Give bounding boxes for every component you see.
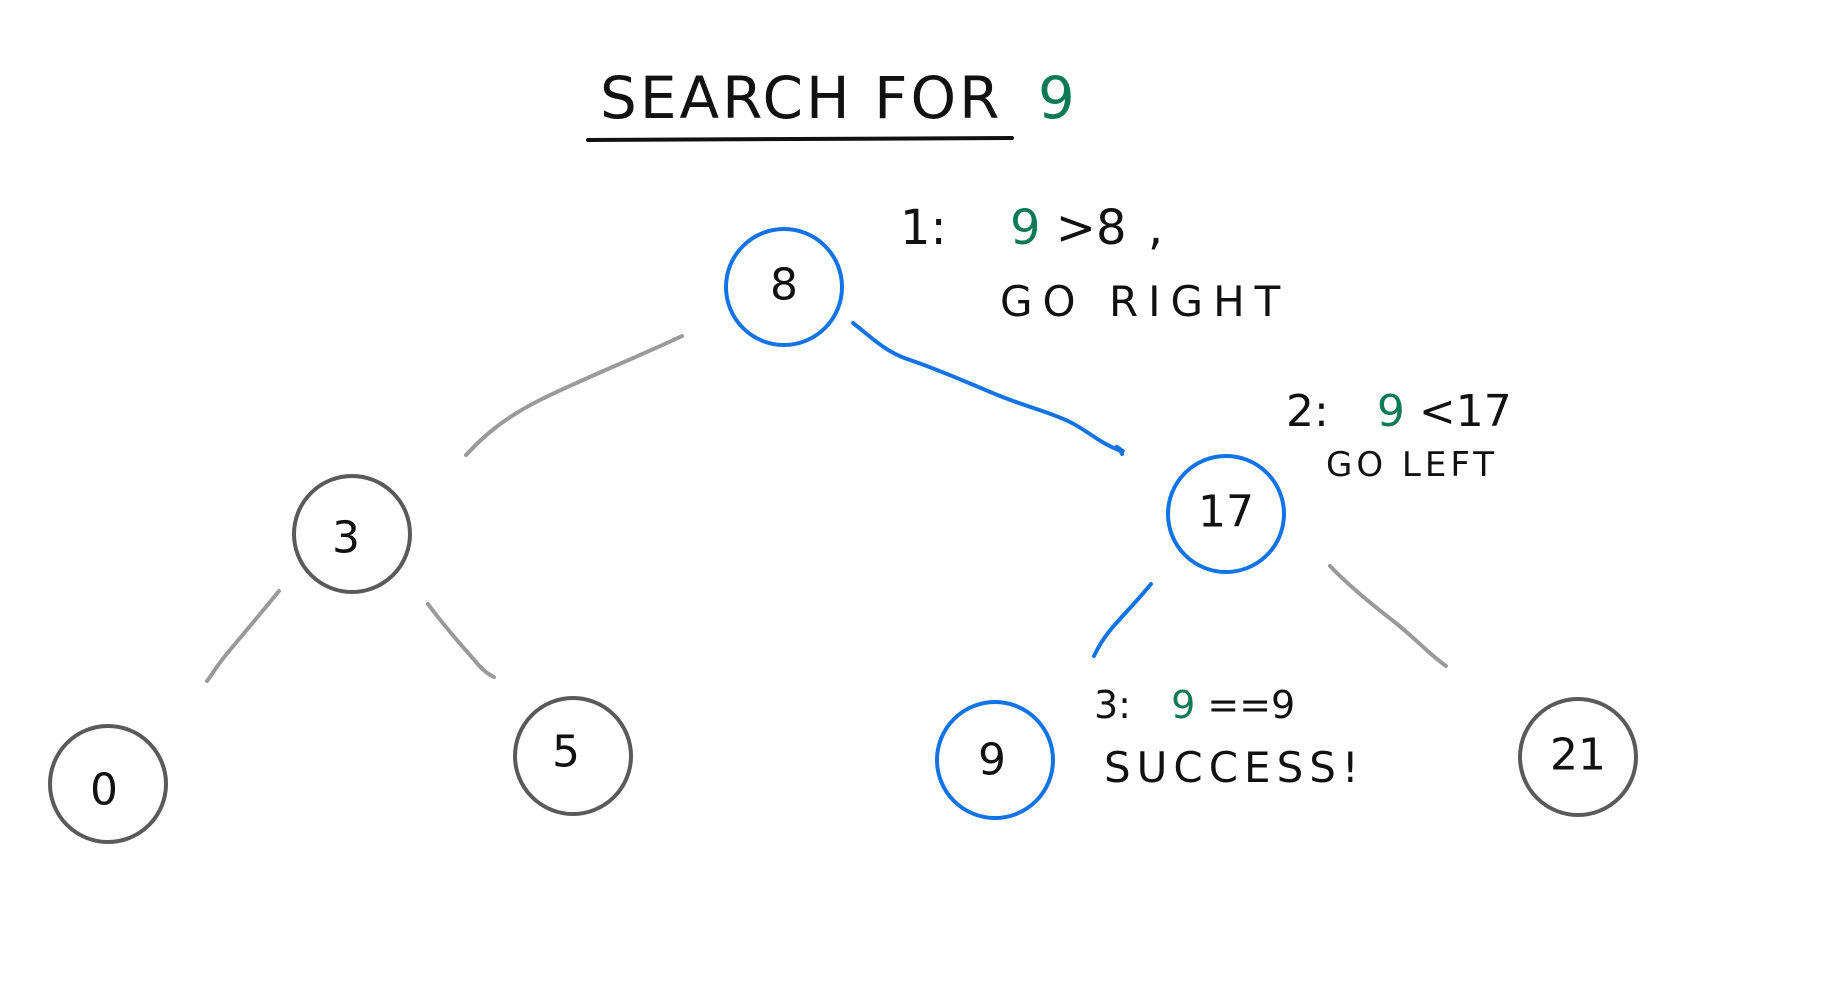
edge-8-3	[464, 334, 684, 457]
title: SEARCH FOR 9	[586, 64, 1078, 142]
node-value: 9	[978, 735, 1006, 786]
svg-text:1: 9 >8 ,: 1: 9 >8 ,	[900, 200, 1163, 256]
node-9[interactable]: 9	[935, 700, 1055, 820]
node-circle	[1166, 454, 1286, 574]
svg-text:3: 9 ==9: 3: 9 ==9	[1094, 683, 1295, 727]
step-target: 9	[1171, 683, 1195, 727]
edge-17-9[interactable]	[1092, 582, 1153, 658]
node-value: 8	[770, 260, 798, 311]
node-circle	[513, 696, 633, 816]
step-comparison: >8	[1056, 200, 1127, 256]
step-action: GO LEFT	[1326, 445, 1498, 485]
step-2-annotation: 2: 9 <17 GO LEFT	[1286, 386, 1512, 485]
step-action: GO RIGHT	[1000, 277, 1290, 326]
node-3[interactable]: 3	[292, 474, 412, 594]
title-prefix: SEARCH FOR	[600, 64, 1002, 132]
edges	[205, 321, 1448, 683]
edge-17-21	[1328, 564, 1448, 668]
node-value: 17	[1198, 487, 1254, 538]
step-number: 2:	[1286, 386, 1329, 437]
step-1-annotation: 1: 9 >8 , GO RIGHT	[900, 200, 1290, 326]
node-value: 3	[332, 513, 360, 564]
edge-3-0	[205, 589, 281, 683]
node-value: 0	[90, 765, 118, 816]
node-value: 21	[1550, 730, 1606, 781]
step-number: 1:	[900, 200, 947, 256]
svg-text:2: 9 <17: 2: 9 <17	[1286, 386, 1512, 437]
node-0[interactable]: 0	[48, 724, 168, 844]
step-target: 9	[1010, 200, 1041, 256]
step-comparison: <17	[1419, 386, 1512, 437]
node-circle	[48, 724, 168, 844]
node-circle	[935, 700, 1055, 820]
node-circle	[292, 474, 412, 594]
svg-text:SEARCH FOR 9: SEARCH FOR 9	[600, 64, 1078, 132]
title-target: 9	[1038, 64, 1078, 132]
node-circle	[1518, 697, 1638, 817]
edge-3-5	[426, 602, 496, 679]
step-comparison: ==9	[1207, 683, 1295, 727]
edge-8-17[interactable]	[851, 321, 1126, 456]
node-circle	[724, 227, 844, 347]
node-5[interactable]: 5	[513, 696, 633, 816]
step-number: 3:	[1094, 683, 1131, 727]
node-21[interactable]: 21	[1518, 697, 1638, 817]
step-target: 9	[1377, 386, 1405, 437]
step-trailing-comma: ,	[1148, 200, 1163, 256]
step-3-annotation: 3: 9 ==9 SUCCESS!	[1094, 683, 1365, 792]
title-underline	[586, 136, 1014, 142]
node-8[interactable]: 8	[724, 227, 844, 347]
node-17[interactable]: 17	[1166, 454, 1286, 574]
step-action: SUCCESS!	[1104, 743, 1365, 792]
node-value: 5	[552, 727, 580, 778]
